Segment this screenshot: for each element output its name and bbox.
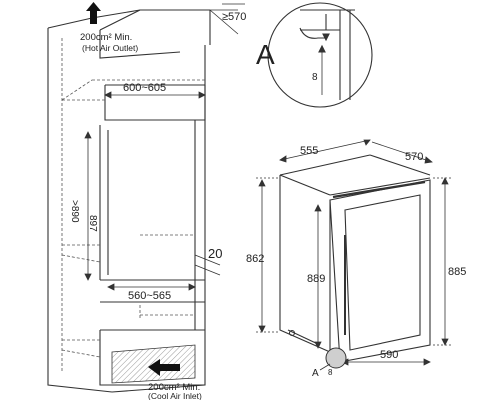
appliance-width-label: 555 bbox=[300, 145, 318, 157]
outlet-area-label: 200cm² Min. bbox=[80, 32, 132, 43]
detail-a-gap-label: 8 bbox=[312, 72, 318, 83]
appliance-dimension-lines bbox=[256, 139, 452, 366]
appliance-detail-marker: A bbox=[312, 368, 319, 379]
cabinet-drawing bbox=[47, 9, 211, 393]
appliance-height-total-label: 885 bbox=[448, 266, 466, 278]
appliance-gap-label: 8 bbox=[328, 368, 333, 377]
cabinet-hidden-lines bbox=[61, 38, 205, 372]
appliance-drawing bbox=[279, 154, 431, 363]
outlet-caption-label: (Hot Air Outlet) bbox=[82, 43, 138, 53]
inlet-caption-label: (Cool Air Inlet) bbox=[148, 391, 202, 400]
detail-a-marker: A bbox=[256, 39, 275, 70]
inlet-area-label: 200cm² Min. bbox=[148, 382, 200, 393]
detail-a-callout bbox=[267, 2, 373, 108]
height-min-label: >890 bbox=[69, 200, 80, 223]
cabinet-dimension-lines bbox=[84, 3, 245, 291]
inner-width-label: 600~605 bbox=[123, 82, 166, 94]
opening-width-label: 560~565 bbox=[128, 290, 171, 302]
appliance-depth-top-label: 570 bbox=[405, 151, 423, 163]
appliance-depth-bottom-label: 590 bbox=[380, 349, 398, 361]
panel-offset-label: 20 bbox=[208, 246, 222, 261]
appliance-detail-a-circle bbox=[325, 347, 347, 369]
height-nominal-label: 897 bbox=[87, 215, 98, 232]
hot-air-outlet-arrow bbox=[86, 2, 101, 24]
appliance-height-body-label: 862 bbox=[246, 253, 264, 265]
appliance-height-door-label: 889 bbox=[307, 273, 325, 285]
top-depth-label: ≥570 bbox=[222, 11, 246, 23]
cool-air-inlet-arrow bbox=[148, 359, 180, 376]
